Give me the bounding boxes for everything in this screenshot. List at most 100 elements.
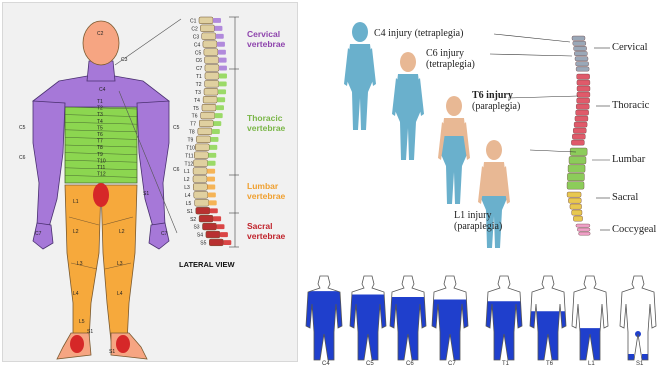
- figure-outline: [572, 276, 608, 360]
- thoracic-group-label-2: vertebrae: [247, 123, 286, 133]
- vertebra-process: [208, 153, 216, 158]
- vertebra: [199, 215, 213, 222]
- spine-vertebra: [574, 46, 587, 50]
- vertebra: [202, 33, 216, 40]
- injury-label-c4: C4 injury (tetraplegia): [374, 28, 463, 39]
- vertebra: [204, 88, 218, 95]
- cervical-group-label-2: vertebrae: [247, 39, 286, 49]
- spine-vertebra: [571, 140, 584, 145]
- dermatome-segment-label: C3: [121, 57, 128, 63]
- sacral-group-label-1: Sacral: [247, 221, 273, 231]
- vertebra-process: [214, 26, 222, 31]
- injury-level-c6: C6 injury: [426, 48, 475, 59]
- vertebra-process: [213, 216, 221, 221]
- dermatome-diagram: C1C2C3C4C5C6C7T1T2T3T4T5T6T7T8T9T10T11T1…: [3, 3, 297, 361]
- spine-vertebra: [573, 128, 586, 133]
- strip-level-label: T1: [502, 361, 509, 367]
- vertebra-label: C7: [196, 66, 203, 72]
- vertebra-label: T4: [194, 98, 200, 104]
- spine-label-sacral: Sacral: [612, 192, 638, 203]
- vertebra: [205, 80, 219, 87]
- dermatome-segment-label: C5: [19, 125, 26, 131]
- paralyzed-region: [306, 276, 342, 360]
- vertebra-process: [219, 74, 227, 79]
- vertebra-process: [219, 58, 227, 63]
- vertebra-process: [209, 145, 217, 150]
- vertebra-process: [209, 200, 217, 205]
- spine-vertebra: [577, 80, 590, 85]
- vertebra-label: L1: [184, 169, 190, 175]
- spine-vertebra: [572, 36, 585, 40]
- strip-figure-t6: [530, 276, 566, 360]
- injury-label-l1: L1 injury (paraplegia): [454, 210, 502, 232]
- vertebra-label: S4: [197, 233, 203, 239]
- vertebra: [193, 184, 207, 191]
- spine-vertebra: [570, 204, 582, 209]
- strip-level-label: C6: [406, 361, 414, 367]
- vertebra-label: T9: [187, 137, 193, 143]
- vertebra: [199, 17, 213, 24]
- dermatome-segment-label: T6: [97, 132, 103, 138]
- injury-level-t6: T6 injury: [472, 90, 520, 101]
- vertebra-label: C4: [194, 42, 201, 48]
- vertebra-label: L3: [184, 185, 190, 191]
- dermatome-segment-label: L2: [119, 229, 125, 235]
- spine-vertebra: [577, 92, 590, 97]
- spine-vertebra: [577, 98, 590, 103]
- vertebra-label: S5: [200, 241, 206, 247]
- spine-vertebra: [568, 198, 581, 203]
- dermatome-segment-label: C4: [99, 87, 106, 93]
- spine-vertebra: [579, 232, 591, 235]
- vertebra-process: [210, 208, 218, 213]
- spine-label-cervical: Cervical: [612, 42, 648, 53]
- vertebra: [202, 104, 216, 111]
- injury-label-t6: T6 injury (paraplegia): [472, 90, 520, 112]
- spine-vertebra: [572, 134, 585, 139]
- spine-vertebra: [567, 173, 584, 181]
- spine-vertebra: [574, 51, 587, 55]
- left-sole-sacral-area: [70, 335, 84, 353]
- spine-vertebra: [576, 67, 589, 71]
- vertebra-process: [215, 113, 223, 118]
- cervical-group-label-1: Cervical: [247, 29, 280, 39]
- spine-vertebra: [567, 182, 584, 190]
- spine-vertebra: [575, 116, 588, 121]
- dermatome-segment-label: S1: [109, 349, 115, 355]
- dermatome-segment-label: T8: [97, 145, 103, 151]
- vertebra: [200, 25, 214, 32]
- strip-figure-c4: [306, 276, 342, 360]
- dermatome-segment-label: T9: [97, 152, 103, 158]
- head: [83, 21, 119, 65]
- figure-t6: [438, 96, 470, 204]
- dermatome-segment-label: S1: [87, 329, 93, 335]
- vertebra: [203, 96, 217, 103]
- vertebra-process: [218, 89, 226, 94]
- vertebra: [202, 223, 216, 230]
- injury-type-l1: (paraplegia): [454, 221, 502, 232]
- spine-vertebra: [574, 122, 587, 127]
- vertebra: [193, 176, 207, 183]
- strip-level-label: S1: [636, 361, 643, 367]
- strip-figure-l1: [572, 276, 608, 360]
- dermatome-segment-label: T3: [97, 112, 103, 118]
- dermatome-segment-label: L2: [73, 229, 79, 235]
- injury-level-l1: L1 injury: [454, 210, 502, 221]
- vertebra-process: [223, 240, 231, 245]
- spine-vertebra: [573, 41, 586, 45]
- vertebra-label: C5: [195, 50, 202, 56]
- vertebra-label: T8: [189, 130, 195, 136]
- lateral-view-label: LATERAL VIEW: [179, 260, 235, 269]
- vertebra-label: T6: [192, 114, 198, 120]
- injury-spine-column: [567, 36, 590, 235]
- injury-level-panel: C4 injury (tetraplegia) C6 injury (tetra…: [300, 0, 668, 262]
- spine-vertebra: [569, 156, 586, 164]
- vertebra-process: [212, 129, 220, 134]
- vertebra-label: T5: [193, 106, 199, 112]
- vertebra-process: [216, 34, 224, 39]
- vertebra-label: S2: [190, 217, 196, 223]
- vertebra: [205, 73, 219, 80]
- sacral-group-label-2: vertebrae: [247, 231, 286, 241]
- vertebral-column: C1C2C3C4C5C6C7T1T2T3T4T5T6T7T8T9T10T11T1…: [184, 17, 231, 247]
- paralysis-level-strip: [300, 262, 668, 367]
- strip-level-label: C5: [366, 361, 374, 367]
